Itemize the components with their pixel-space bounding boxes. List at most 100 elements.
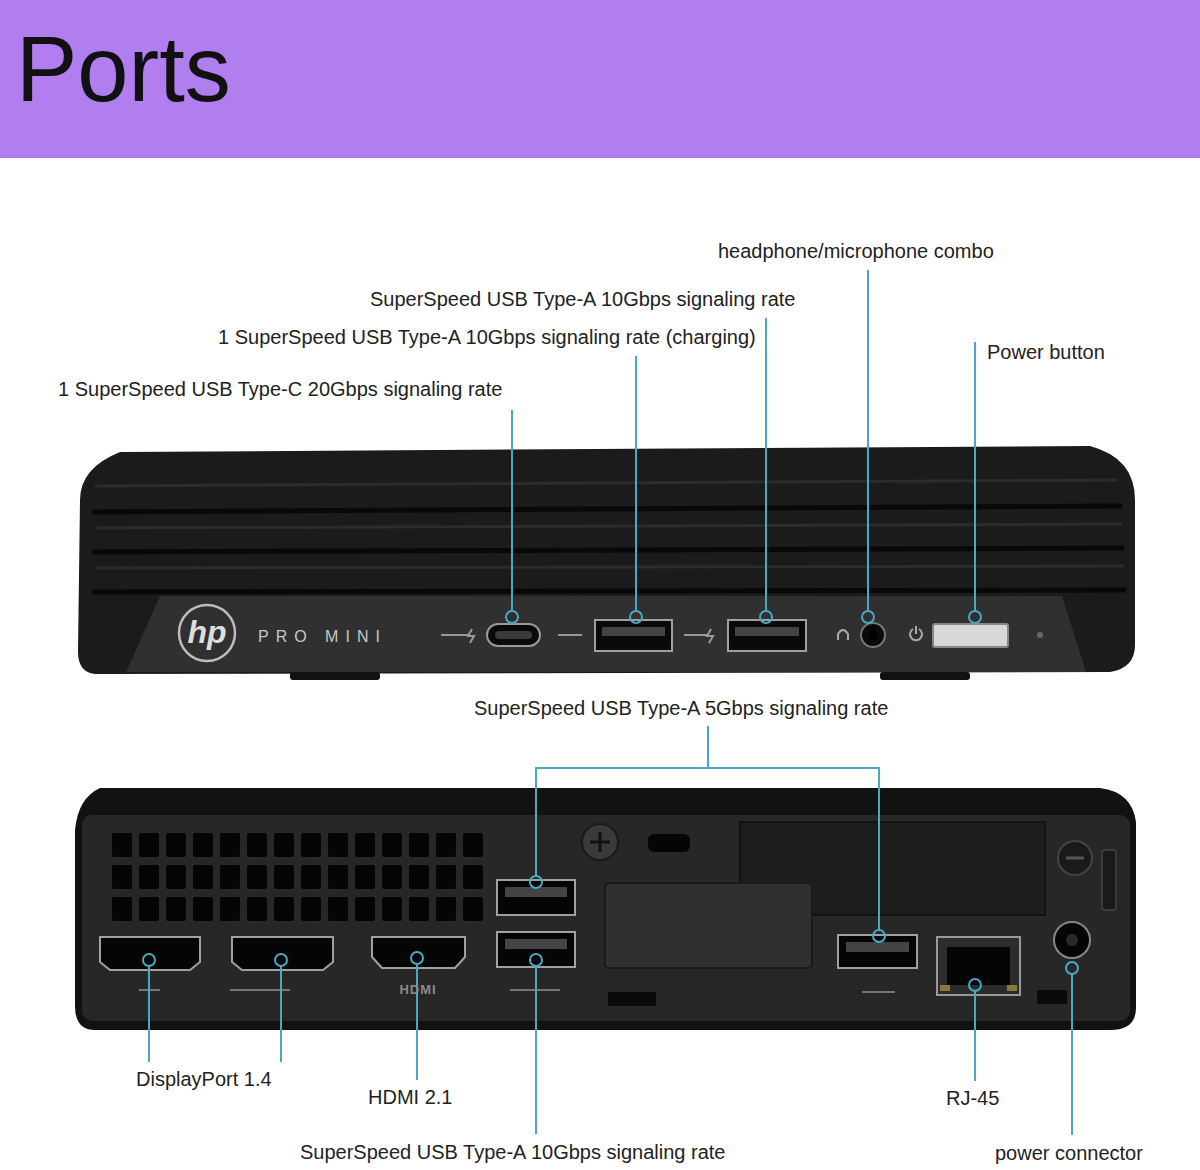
rear-ports-part: [838, 935, 917, 968]
hp-logo-part: [179, 605, 235, 661]
front-housing-part: [880, 672, 970, 680]
front-ports-part: [933, 624, 1008, 647]
leader-lines-part: [867, 270, 869, 611]
callout-dot-part: [862, 611, 874, 623]
rear-housing-part: [75, 788, 1136, 1030]
page-title: Ports: [16, 14, 231, 124]
callout-dot-part: [969, 979, 981, 991]
rear-housing-part: [590, 832, 610, 852]
rear-housing-part: [1058, 841, 1092, 875]
rear-ports-part: [232, 937, 333, 970]
leader-lines-part: [1071, 974, 1073, 1135]
front-housing-part: [126, 596, 1086, 672]
front-housing-part: [95, 480, 1118, 486]
port-label: Power button: [987, 340, 1105, 364]
front-housing-part: [92, 506, 1122, 512]
rear-housing-part: [1066, 857, 1084, 860]
rear-housing-part: [582, 824, 618, 860]
port-label: SuperSpeed USB Type-A 10Gbps signaling r…: [370, 287, 795, 311]
front-ports-part: [558, 634, 582, 636]
callout-dot-part: [969, 611, 981, 623]
front-ports-part: [861, 623, 885, 647]
callout-dot-part: [1066, 962, 1078, 974]
rear-ports-part: [100, 937, 200, 970]
rear-ports-part: [937, 937, 1020, 995]
title-band-part: [0, 0, 1200, 158]
front-housing-part: [95, 524, 1122, 528]
front-ports-part: [868, 630, 878, 640]
front-ports-part: [487, 624, 540, 646]
rear-housing-part: [648, 834, 690, 852]
port-label: SuperSpeed USB Type-A 10Gbps signaling r…: [300, 1140, 725, 1164]
callout-dot-part: [275, 954, 287, 966]
rear-ports-part: [1007, 985, 1017, 991]
front-ports-part: [495, 631, 532, 639]
port-label: SuperSpeed USB Type-A 5Gbps signaling ra…: [474, 696, 888, 720]
leader-lines-part: [765, 318, 767, 611]
callout-dot-part: [530, 954, 542, 966]
callout-dot: [143, 611, 1078, 991]
rear-housing-part: [82, 815, 1130, 1021]
port-label: power connector: [995, 1141, 1143, 1165]
front-housing-part: [290, 672, 380, 680]
rear-housing-part: [1102, 850, 1116, 910]
rear-ports: [100, 880, 1090, 995]
front-ports-part: [595, 620, 672, 651]
callout-dot-part: [143, 954, 155, 966]
front-ports-part: [728, 620, 806, 651]
callout-dot-part: [530, 876, 542, 888]
rear-ports-part: [139, 989, 290, 991]
front-ports-part: [735, 627, 799, 636]
port-label: 1 SuperSpeed USB Type-C 20Gbps signaling…: [58, 377, 502, 401]
leader-lines-part: [535, 966, 537, 1134]
front-ports-part: [1037, 632, 1043, 638]
leader-lines-part: [416, 964, 418, 1080]
rear-ports-part: [505, 939, 567, 949]
leader-lines-part: [974, 342, 976, 611]
brand-logo: hp: [187, 613, 226, 651]
front-ports-part: [838, 630, 848, 640]
port-print: HDMI: [399, 982, 436, 998]
leader-lines-part: [635, 356, 637, 611]
port-label: HDMI 2.1: [368, 1085, 452, 1109]
hp-logo: [179, 605, 235, 661]
front-ports: [441, 620, 1043, 651]
leader-lines-part: [974, 991, 976, 1081]
front-housing-part: [95, 566, 1124, 568]
front-housing-part: [78, 446, 1135, 674]
front-housing: [78, 446, 1135, 680]
port-label: 1 SuperSpeed USB Type-A 10Gbps signaling…: [218, 325, 756, 349]
rear-ports-part: [497, 880, 575, 915]
rear-ports-part: [1054, 922, 1090, 958]
callout-dot-part: [506, 611, 518, 623]
rear-housing-part: [608, 992, 656, 1006]
rear-housing: [75, 788, 1136, 1030]
front-ports-part: [441, 629, 474, 643]
leader-lines-part: [149, 966, 281, 1062]
rear-ports-part: [497, 932, 575, 967]
port-label: RJ-45: [946, 1086, 999, 1110]
rear-housing-part: [1037, 990, 1067, 1004]
callout-dot-part: [411, 952, 423, 964]
model-print: PRO MINI: [258, 627, 387, 646]
callout-dot-part: [873, 930, 885, 942]
callout-dot-part: [630, 611, 642, 623]
callout-dot-part: [760, 611, 772, 623]
front-ports-part: [684, 629, 713, 643]
front-ports-part: [602, 627, 665, 636]
rear-housing-part: [605, 883, 812, 968]
rear-ports-part: [940, 985, 950, 991]
port-label: headphone/microphone combo: [718, 239, 994, 263]
front-housing-part: [92, 548, 1124, 552]
rear-ports-part: [510, 990, 895, 992]
rear-ports-part: [372, 937, 465, 968]
front-housing-part: [92, 590, 1126, 592]
title-band: [0, 0, 1200, 158]
rear-ports-part: [1066, 934, 1078, 946]
port-label: DisplayPort 1.4: [136, 1067, 272, 1091]
rear-housing-part: [112, 833, 490, 925]
front-ports-part: [910, 626, 922, 640]
leader-lines-part: [536, 726, 879, 930]
leader-lines-part: [511, 410, 513, 611]
